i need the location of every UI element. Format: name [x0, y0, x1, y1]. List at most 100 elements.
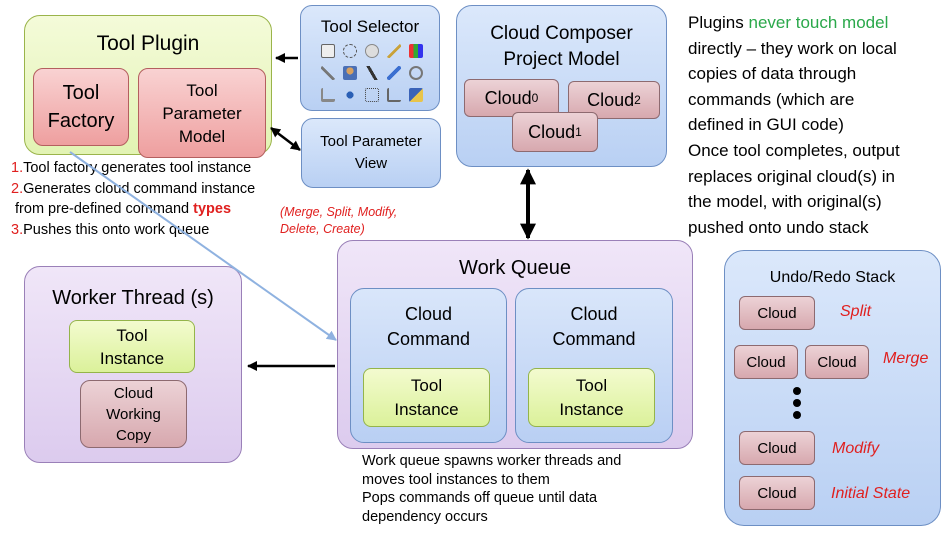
align-icon[interactable] [365, 88, 379, 102]
working-copy-line1: Cloud [113, 384, 154, 402]
ellipsis-dot [793, 387, 801, 395]
undo-row3-cloud-label: Cloud [757, 439, 797, 457]
step-3: 3.Pushes this onto work queue [11, 220, 255, 241]
undo-row2-cloud-a: Cloud [734, 345, 798, 379]
param-model-line2: Parameter [162, 103, 242, 123]
param-view-line2: View [354, 155, 388, 172]
undo-row4-action: Initial State [831, 485, 911, 502]
tool-factory-line1: Tool [62, 82, 100, 104]
work-queue-title: Work Queue [459, 257, 571, 279]
measure-icon[interactable] [321, 88, 335, 102]
notes-line-1: directly – they work on local [688, 38, 897, 58]
worker-tool-instance-line2: Instance [99, 348, 165, 368]
notes-line-6: replaces original cloud(s) in [688, 166, 895, 186]
tool-icon-grid [319, 42, 429, 108]
cloud-0-label: Cloud [484, 87, 532, 108]
ellipsis-dot [793, 399, 801, 407]
undo-row1-cloud: Cloud [739, 296, 815, 330]
notes-pre: Plugins [688, 13, 749, 32]
zoom-icon[interactable] [409, 66, 423, 80]
cmd2-tool-instance-box: Tool Instance [528, 368, 655, 427]
step-2b-bold: types [193, 201, 232, 217]
work-queue-panel: Work Queue Cloud Command Tool Instance C… [337, 240, 693, 449]
wq-note-3: Pops commands off queue until data [362, 490, 598, 506]
tool-factory-line2: Factory [47, 110, 115, 132]
cloud-1-label: Cloud [528, 121, 576, 142]
tool-factory-box: Tool Factory [33, 68, 129, 146]
dropper-icon[interactable] [387, 66, 401, 80]
cloud-2-label: Cloud [587, 89, 635, 110]
tool-selector-panel: Tool Selector [300, 5, 440, 111]
cmd1-tool-instance-box: Tool Instance [363, 368, 490, 427]
crop-icon[interactable] [387, 88, 401, 102]
work-queue-notes: Work queue spawns worker threads and mov… [362, 452, 621, 526]
cmd1-title-2: Command [386, 329, 471, 349]
undo-row3-cloud: Cloud [739, 431, 815, 465]
undo-row4-cloud: Cloud [739, 476, 815, 510]
cmd2-tool-line2: Instance [559, 399, 624, 419]
project-model-title-2: Project Model [503, 49, 620, 70]
factory-to-queue-arrow [69, 151, 337, 341]
working-copy-line2: Working [106, 405, 161, 423]
select-rect-icon[interactable] [321, 44, 335, 58]
step-2b: from pre-defined command types [11, 199, 255, 220]
cloud-command-box-1: Cloud Command Tool Instance [350, 288, 507, 443]
undo-row2-cloud-b: Cloud [805, 345, 869, 379]
undo-row1-action: Split [840, 303, 872, 320]
step-2-num: 2. [11, 180, 24, 197]
move-icon[interactable] [343, 88, 357, 102]
palette-icon[interactable] [409, 44, 423, 58]
cloud-2-sub: 2 [634, 93, 641, 107]
steps-list: 1.Tool factory generates tool instance 2… [11, 158, 255, 240]
tool-plugin-panel: Tool Plugin Tool Factory Tool Parameter … [24, 15, 272, 158]
cloud-command-box-2: Cloud Command Tool Instance [515, 288, 673, 443]
worker-thread-title: Worker Thread (s) [52, 287, 214, 309]
cloud-working-copy-box: Cloud Working Copy [80, 380, 187, 448]
wq-note-4: dependency occurs [362, 508, 488, 525]
notes-line-7: the model, with original(s) [688, 192, 882, 212]
worker-tool-instance-line1: Tool [116, 325, 148, 345]
wq-note-1: Work queue spawns worker threads and [362, 453, 622, 469]
notes-line-5: Once tool completes, output [688, 140, 900, 160]
step-1-text: Tool factory generates tool instance [23, 160, 252, 176]
cloud-0-sub: 0 [531, 91, 539, 105]
people-icon[interactable] [343, 66, 357, 80]
working-copy-line3: Copy [115, 426, 152, 444]
undo-row2-cloud-a-label: Cloud [746, 353, 786, 371]
cmd2-title-1: Cloud [570, 304, 618, 324]
cmd1-tool-line1: Tool [410, 375, 443, 395]
undo-row2-action: Merge [883, 350, 929, 367]
param-view-line1: Tool Parameter [320, 133, 422, 150]
tool-parameter-model-box: Tool Parameter Model [138, 68, 266, 158]
wand-icon[interactable] [387, 44, 401, 58]
project-model-title-1: Cloud Composer [490, 23, 633, 44]
param-model-line1: Tool [186, 80, 218, 100]
ellipsis-dots [793, 387, 801, 419]
cmd2-title-2: Command [552, 329, 636, 349]
lasso-icon[interactable] [343, 44, 357, 58]
tool-selector-title: Tool Selector [320, 17, 420, 36]
plugin-view-double-arrow [270, 127, 301, 151]
step-3-text: Pushes this onto work queue [23, 221, 210, 238]
step-2: 2.Generates cloud command instance [11, 179, 255, 200]
scissors-icon[interactable] [321, 66, 335, 80]
notes-line-3: commands (which are [688, 89, 855, 109]
transform-icon[interactable] [409, 88, 423, 102]
pen-icon[interactable] [365, 66, 379, 80]
undo-row4-cloud-label: Cloud [757, 484, 797, 502]
step-3-num: 3. [11, 221, 24, 238]
worker-thread-panel: Worker Thread (s) Tool Instance Cloud Wo… [24, 266, 242, 463]
fuzzy-select-icon[interactable] [365, 44, 379, 58]
step-2b-text: from pre-defined command [11, 201, 194, 217]
cmd1-title-1: Cloud [404, 304, 453, 324]
undo-row3-action: Modify [832, 440, 880, 457]
undo-redo-stack-panel: Undo/Redo Stack Cloud Split Cloud Cloud … [724, 250, 941, 526]
types-list-2: Delete, Create) [280, 222, 365, 236]
param-model-line3: Model [178, 126, 226, 146]
step-1: 1.Tool factory generates tool instance [11, 158, 255, 179]
worker-tool-instance-box: Tool Instance [69, 320, 195, 373]
